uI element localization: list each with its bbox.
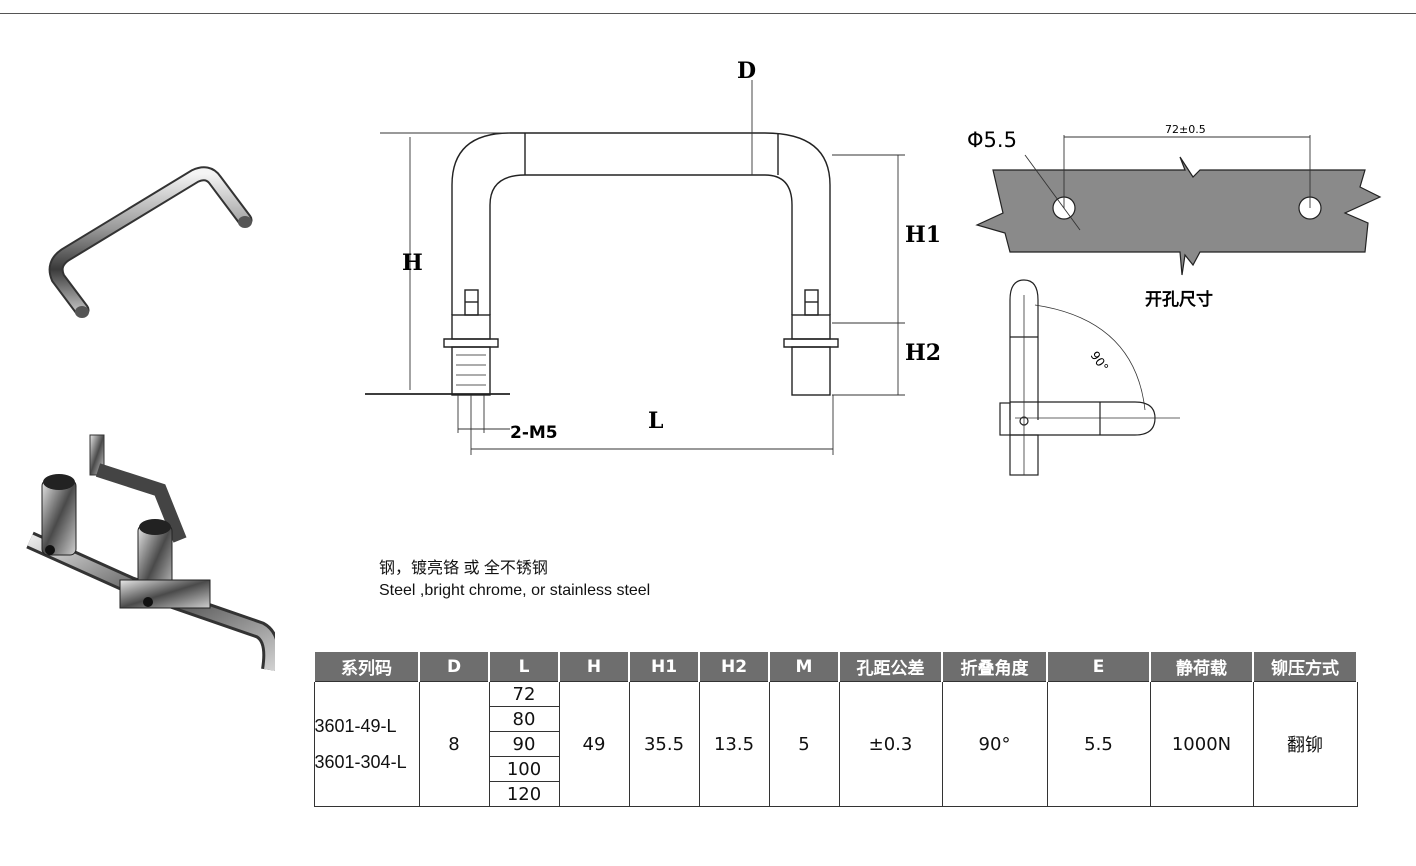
cell-h2: 13.5 [698, 681, 770, 807]
dim-d-label: D [737, 58, 756, 84]
l-value: 72 [489, 682, 559, 707]
header-h1: H1 [628, 652, 700, 682]
hole-caption: 开孔尺寸 [1145, 289, 1213, 310]
l-value: 100 [489, 757, 559, 782]
header-h2: H2 [698, 652, 770, 682]
header-tolerance: 孔距公差 [838, 652, 943, 682]
header-series: 系列码 [313, 652, 420, 682]
table-row: 3601-49-L 3601-304-L 8 72 80 90 100 120 … [313, 681, 1358, 807]
header-angle: 折叠角度 [941, 652, 1048, 682]
cell-load: 1000N [1149, 681, 1254, 807]
table-header-row: 系列码 D L H H1 H2 M 孔距公差 折叠角度 E 静荷载 铆压方式 [313, 652, 1358, 682]
material-en: Steel ,bright chrome, or stainless steel [379, 582, 651, 599]
handle-photo [48, 166, 253, 318]
series-cell: 3601-49-L 3601-304-L [313, 681, 420, 807]
series-code: 3601-49-L [314, 716, 397, 736]
l-value: 120 [506, 783, 542, 805]
fold-angle-label: 90° [1088, 349, 1112, 374]
cell-tolerance: ±0.3 [838, 681, 943, 807]
l-value: 80 [489, 707, 559, 732]
header-load: 静荷载 [1149, 652, 1254, 682]
cell-l: 72 80 90 100 120 [488, 681, 560, 807]
header-e: E [1046, 652, 1151, 682]
cell-rivet: 翻铆 [1252, 681, 1358, 807]
handle-drawing: H H1 H2 D L 2-M5 [365, 58, 941, 455]
cell-h: 49 [558, 681, 630, 807]
folding-handle-photo [26, 434, 275, 671]
header-d: D [418, 652, 490, 682]
hole-diameter-label: Φ5.5 [967, 128, 1017, 152]
dim-l-label: L [648, 408, 663, 434]
cell-m: 5 [768, 681, 840, 807]
header-h: H [558, 652, 630, 682]
dim-h1-label: H1 [905, 222, 941, 248]
series-code: 3601-304-L [314, 752, 407, 772]
cell-e: 5.5 [1046, 681, 1151, 807]
cell-h1: 35.5 [628, 681, 700, 807]
hole-pattern-drawing: 72±0.5 Φ5.5 开孔尺寸 [967, 123, 1382, 310]
header-rivet: 铆压方式 [1252, 652, 1358, 682]
cell-d: 8 [418, 681, 490, 807]
hole-spacing-label: 72±0.5 [1165, 123, 1206, 136]
dim-h2-label: H2 [905, 340, 941, 366]
fold-angle-drawing: 90° [999, 279, 1180, 476]
material-zh: 钢，镀亮铬 或 全不锈钢 [379, 560, 548, 577]
top-rule [0, 13, 1416, 14]
thread-label: 2-M5 [510, 423, 558, 443]
spec-table: 系列码 D L H H1 H2 M 孔距公差 折叠角度 E 静荷载 铆压方式 3… [313, 652, 1358, 807]
header-m: M [768, 652, 840, 682]
l-value: 90 [489, 732, 559, 757]
cell-angle: 90° [941, 681, 1048, 807]
dim-h-label: H [402, 250, 423, 276]
header-l: L [488, 652, 560, 682]
